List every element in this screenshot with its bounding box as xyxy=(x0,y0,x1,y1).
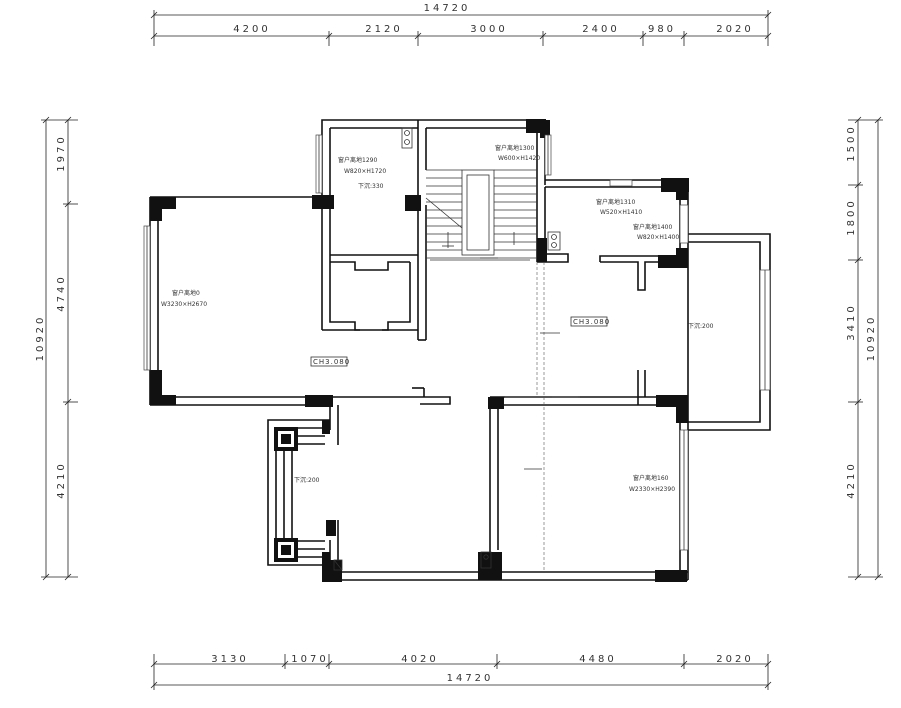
left-dim-1: 1970 xyxy=(56,134,67,171)
marker-ticks xyxy=(480,257,578,470)
bath-window-sill: 窗户离地1310 xyxy=(596,198,635,206)
right-total-dim: 10920 xyxy=(866,315,877,362)
left-total-dim: 10920 xyxy=(35,315,46,362)
right-dim-3: 3410 xyxy=(846,303,857,340)
left-dim-2: 4740 xyxy=(56,274,67,311)
top-total-dim: 14720 xyxy=(424,3,471,14)
bottom-dim-4: 4480 xyxy=(579,654,616,665)
study-window-size: W820×H1720 xyxy=(344,168,386,175)
study-floor-drop: 下沉:330 xyxy=(358,182,384,190)
room-notes: 窗户离地1290 W820×H1720 下沉:330 窗户离地1300 W600… xyxy=(161,144,714,493)
top-dim-2: 2120 xyxy=(365,24,402,35)
terrace-floor-drop: 下沉:200 xyxy=(294,476,320,484)
right-dim-1: 1500 xyxy=(846,124,857,161)
top-dim-1: 4200 xyxy=(233,24,270,35)
bottom-dim-1: 3130 xyxy=(211,654,248,665)
top-dim-5: 980 xyxy=(648,24,676,35)
level-markers: CH3.080 CH3.080 xyxy=(310,316,610,367)
top-dim-3: 3000 xyxy=(470,24,507,35)
living-window-size: W3230×H2670 xyxy=(161,301,207,308)
stair-window-size: W600×H1420 xyxy=(498,155,540,162)
right-dimension-chain: 1500 1800 3410 4210 10920 xyxy=(846,116,883,581)
bottom-total-dim: 14720 xyxy=(447,673,494,684)
bath-window-size: W520×H1410 xyxy=(600,209,642,216)
staircase xyxy=(425,169,537,259)
guide-lines xyxy=(430,259,580,572)
right-dim-2: 1800 xyxy=(846,198,857,235)
study-window-sill: 窗户离地1290 xyxy=(338,156,377,164)
top-dimension-chain: 14720 4200 2120 3000 2400 980 2020 xyxy=(150,3,772,46)
bottom-dimension-chain: 3130 1070 4020 4480 2020 14720 xyxy=(150,654,772,690)
bedroom-window-sill: 窗户离地160 xyxy=(633,474,669,482)
kitchen-window-sill: 窗户离地1400 xyxy=(633,223,672,231)
bottom-dim-5: 2020 xyxy=(716,654,753,665)
center-ceiling-height: CH3.080 xyxy=(573,318,610,326)
stair-window-sill: 窗户离地1300 xyxy=(495,144,534,152)
balcony-floor-drop: 下沉:200 xyxy=(688,322,714,330)
left-dim-3: 4210 xyxy=(56,461,67,498)
right-dim-4: 4210 xyxy=(846,461,857,498)
top-dim-4: 2400 xyxy=(582,24,619,35)
windows xyxy=(143,127,771,571)
top-dim-6: 2020 xyxy=(716,24,753,35)
kitchen-window-size: W820×H1400 xyxy=(637,234,679,241)
living-window-sill: 窗户离地0 xyxy=(172,289,200,297)
columns xyxy=(150,119,689,582)
bedroom-window-size: W2330×H2390 xyxy=(629,486,675,493)
left-dimension-chain: 10920 1970 4740 4210 xyxy=(35,116,78,581)
bottom-dim-3: 4020 xyxy=(401,654,438,665)
living-ceiling-height: CH3.080 xyxy=(313,358,350,366)
bottom-dim-2: 1070 xyxy=(291,654,328,665)
